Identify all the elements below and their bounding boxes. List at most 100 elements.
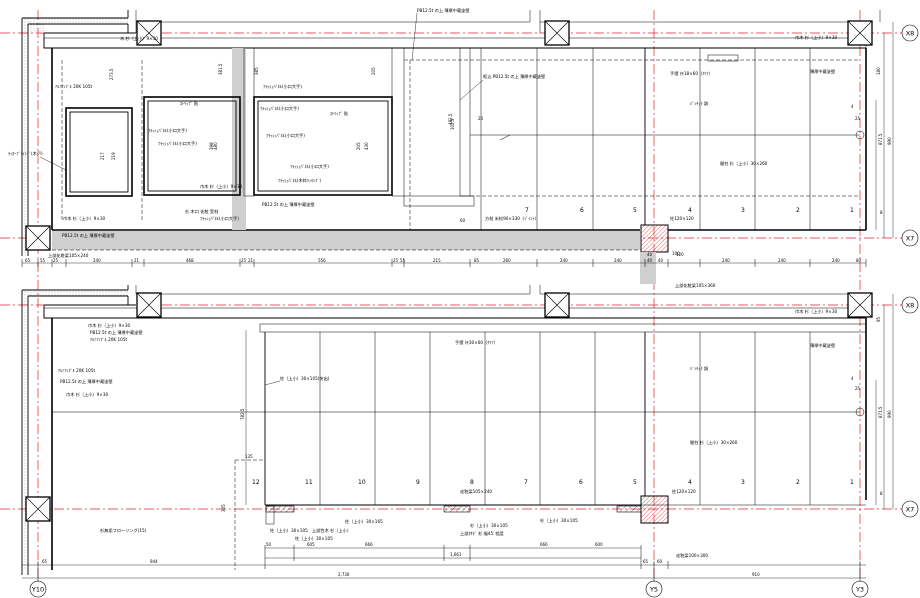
dim-text: 480	[213, 142, 218, 150]
annotation: 柱（上小）30×165	[345, 518, 383, 525]
grid-bubble-x7-bottom: X7	[901, 500, 919, 518]
dim-text: 871.5	[878, 133, 883, 145]
annotation: 間柱 杉（上小）30×260	[690, 439, 738, 446]
bottom-dims-mid: 135 50 605 666 666 600 305	[221, 454, 603, 547]
bay-number: 5	[633, 207, 637, 214]
annotation: 上部ｶｻｷﾞ 杉 幅45ﾞ程度	[460, 530, 504, 537]
grid-label: X8	[906, 30, 915, 38]
dim-text: 102.5	[450, 118, 455, 130]
annotation: 化粧梁105×240	[460, 488, 492, 495]
dim-text: 21	[134, 258, 140, 263]
annotation: PB12.5t の上 薄厚中蔵塗壁	[60, 378, 113, 385]
dim-text: 65	[42, 559, 48, 564]
bottom-bay-numbers: 12 11 10 9 8 7 6 5 4 3 2 1	[252, 479, 854, 486]
dim-text: 65	[25, 258, 31, 263]
top-plan: 7 6 5 4 3 2 1	[8, 7, 894, 289]
top-dim-ticks	[21, 259, 867, 267]
dim-text: 217	[100, 152, 105, 160]
bay-number: 10	[358, 479, 366, 486]
bay-number: 7	[525, 207, 529, 214]
dim-text: 55	[400, 258, 406, 263]
annotation: 框込 PB12.5t の上 薄厚中蔵塗壁	[483, 73, 545, 80]
grid-bubble-y10: Y10	[29, 580, 47, 598]
grid-bubble-x7-top: X7	[901, 229, 919, 247]
dim-text: 1,661	[450, 552, 462, 557]
dim-text: 60	[657, 559, 663, 564]
grid-label: X7	[906, 506, 915, 514]
dim-text: 25	[53, 258, 59, 263]
dim-text: 305	[221, 504, 226, 512]
annotation: PB12.5t の上 薄厚中蔵塗壁	[90, 329, 143, 336]
grid-bubble-x8-top: X8	[901, 24, 919, 42]
dim-text: 25	[241, 258, 247, 263]
dim-text: 205	[356, 142, 361, 150]
annotation: 上部化粧梁105×360	[675, 282, 716, 289]
annotation: 薄厚中蔵塗壁	[810, 342, 835, 349]
annotation: ﾌﾗｯｼｭﾊﾟﾈﾙ(小口大手)	[266, 132, 305, 139]
dim-text: 25	[855, 386, 861, 391]
column-bottom-upper-right	[847, 292, 873, 318]
annotation: ﾊﾞﾝﾁｭｸ 調	[690, 365, 708, 372]
dim-text: 666	[365, 542, 373, 547]
annotation: ｱﾙﾐｱﾝｸﾞﾙ 20K 105t	[55, 84, 92, 89]
dim-text: 556	[318, 258, 326, 263]
annotation: 杉（上小）30×105	[470, 522, 508, 529]
top-mullions	[480, 48, 811, 230]
bay-number: 6	[580, 207, 584, 214]
dim-text: 215	[433, 258, 441, 263]
annotation: ﾌﾗｯｼｭﾊﾟﾈﾙ(小口大手)	[260, 105, 299, 112]
bay-number: 1	[850, 479, 854, 486]
annotation: 上部化粧梁105×240	[48, 252, 89, 259]
annotation: 木 杉（上小）9×30	[120, 35, 158, 42]
bay-number: 2	[796, 207, 800, 214]
column-top-upper-left	[136, 20, 162, 46]
dim-text: 482.5	[448, 113, 453, 125]
bay-number: 6	[579, 479, 583, 486]
annotation: PB12.5t の上 薄厚中蔵塗壁	[262, 201, 315, 208]
dim-text: 605	[307, 542, 315, 547]
dim-text: 782.5	[240, 408, 245, 420]
annotation: 柱（上小）30×105	[270, 527, 308, 534]
annotation: 杉 木口 化粧 受材	[185, 208, 218, 215]
dim-text: 55	[40, 258, 46, 263]
column-bottom-upper-left	[136, 292, 162, 318]
dim-text: 468	[186, 258, 194, 263]
annotation: ｽﾄﾘｯﾌﾟ 貼	[180, 100, 199, 107]
bay-number: 3	[741, 479, 745, 486]
dim-text: 871.5	[878, 406, 883, 418]
column-top-upper-right	[847, 20, 873, 46]
annotation: ｽﾄﾘｯﾌﾟ 貼	[330, 110, 349, 117]
dim-text: 4	[851, 376, 854, 381]
dim-text: 990	[887, 410, 892, 418]
bay-number: 4	[688, 479, 692, 486]
grid-bubble-x8-bottom: X8	[901, 296, 919, 314]
dim-text: 40	[647, 252, 653, 257]
annotation: 柱120×120	[672, 488, 696, 495]
dim-text: 219	[111, 152, 116, 160]
annotation: ﾌﾗｯｼｭﾊﾟﾈﾙ(小口大手)	[148, 127, 187, 134]
bay-number: 7	[524, 479, 528, 486]
bottom-dims-right: 4 25 871.5 990 95 8	[851, 316, 892, 496]
grid-bubble-y5: Y5	[645, 580, 663, 598]
bay-number: 12	[252, 479, 260, 486]
annotation: ﾗｯｶｰﾌﾞﾗｲﾝﾄﾞ(木戸)	[8, 150, 43, 157]
annotation: 上部笠木 杉（上小）	[312, 527, 351, 534]
dim-text: 50	[266, 542, 272, 547]
bay-number: 8	[470, 479, 474, 486]
annotation: PB12.5t の上 薄厚中蔵塗壁	[62, 232, 115, 239]
grid-label: Y5	[649, 586, 658, 594]
dim-text: 8	[880, 491, 883, 496]
bay-number: 1	[850, 207, 854, 214]
annotation: ﾌﾗｯｼｭﾊﾟﾈﾙ(小口大手)	[263, 83, 302, 90]
dim-text: 80	[856, 258, 862, 263]
bay-number: 2	[796, 479, 800, 486]
dim-text: 944	[150, 559, 158, 564]
grid-label: Y3	[855, 586, 864, 594]
bottom-plan: 12 11 10 9 8 7 6 5 4 3 2 1	[21, 285, 894, 582]
dim-text: 25	[855, 116, 861, 121]
dim-text: 260	[503, 258, 511, 263]
annotation: PB12.5t の上 薄厚中蔵塗壁	[417, 7, 470, 14]
annotation: 間柱 杉（上小）30×260	[720, 160, 768, 167]
annotation: 柱（上小）30×105	[295, 535, 333, 542]
